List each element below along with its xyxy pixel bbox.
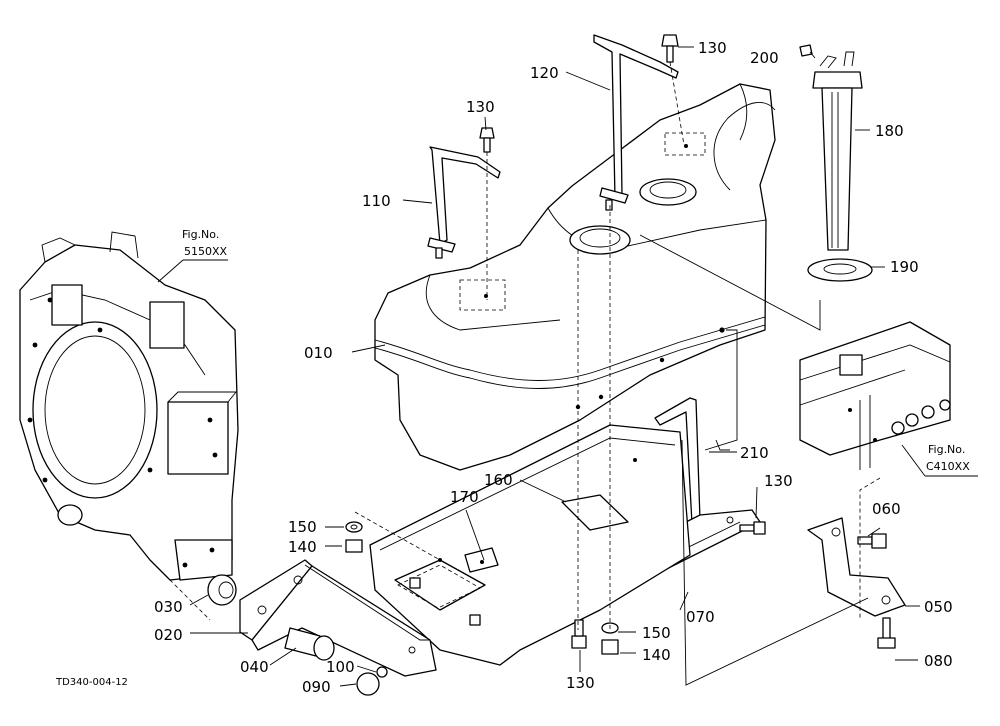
pad-160: [561, 494, 629, 531]
label-130-c: 130: [764, 472, 793, 490]
bolt-130-right: [739, 521, 766, 535]
plate-020: [239, 559, 437, 677]
washer-100: [376, 666, 388, 678]
label-140-b: 140: [642, 646, 671, 664]
label-060: 060: [872, 500, 901, 518]
fig-ref-left-title: Fig.No.: [182, 228, 219, 241]
label-150-b: 150: [642, 624, 671, 642]
fig-ref-right-number: C410XX: [926, 460, 970, 473]
fig-ref-right-title: Fig.No.: [928, 443, 965, 456]
housing-bore: [32, 321, 158, 499]
label-100: 100: [326, 658, 355, 676]
filler-neck: [569, 225, 631, 255]
fuel-tank: [374, 83, 776, 471]
label-130-b: 130: [698, 39, 727, 57]
part-labels: 010 020 030 040 050 060 070 080 090 100 …: [154, 39, 953, 696]
leader-lines: [157, 46, 978, 687]
gauge-unit-180: [812, 51, 863, 251]
bracket-050: [807, 517, 906, 617]
label-160: 160: [484, 471, 513, 489]
collar-030: [207, 574, 237, 606]
label-110: 110: [362, 192, 391, 210]
gauge-port: [639, 178, 697, 206]
label-150-a: 150: [288, 518, 317, 536]
nut-140-left: [345, 539, 363, 553]
bracket-120: [593, 34, 679, 211]
label-190: 190: [890, 258, 919, 276]
label-170: 170: [450, 488, 479, 506]
figure-reference-left: Fig.No. 5150XX: [182, 228, 228, 258]
label-200: 200: [750, 49, 779, 67]
flywheel-housing: [19, 231, 239, 621]
nut-200: [799, 44, 813, 57]
label-120: 120: [530, 64, 559, 82]
drawing-code: TD340-004-12: [55, 677, 128, 688]
washer-150-left: [345, 521, 363, 533]
label-130-d: 130: [566, 674, 595, 692]
label-130-a: 130: [466, 98, 495, 116]
label-080: 080: [924, 652, 953, 670]
gasket-190: [807, 258, 873, 282]
nut-090: [356, 672, 380, 696]
label-040: 040: [240, 658, 269, 676]
label-050: 050: [924, 598, 953, 616]
figure-reference-right: Fig.No. C410XX: [926, 443, 970, 473]
chassis-frame: [799, 321, 951, 470]
label-180: 180: [875, 122, 904, 140]
bolt-130-top-right: [661, 34, 679, 63]
label-020: 020: [154, 626, 183, 644]
bracket-110: [427, 146, 501, 259]
bolt-080: [877, 617, 896, 649]
label-070: 070: [686, 608, 715, 626]
label-010: 010: [304, 344, 333, 362]
bolt-060: [857, 533, 887, 549]
label-090: 090: [302, 678, 331, 696]
fig-ref-left-number: 5150XX: [184, 245, 228, 258]
bolt-130-bottom: [571, 619, 587, 649]
label-210: 210: [740, 444, 769, 462]
plate-170: [394, 559, 486, 611]
label-140-a: 140: [288, 538, 317, 556]
label-030: 030: [154, 598, 183, 616]
bolt-130-top-left: [479, 127, 495, 153]
nut-140-right: [601, 639, 619, 655]
assembly-lines: [354, 61, 881, 686]
